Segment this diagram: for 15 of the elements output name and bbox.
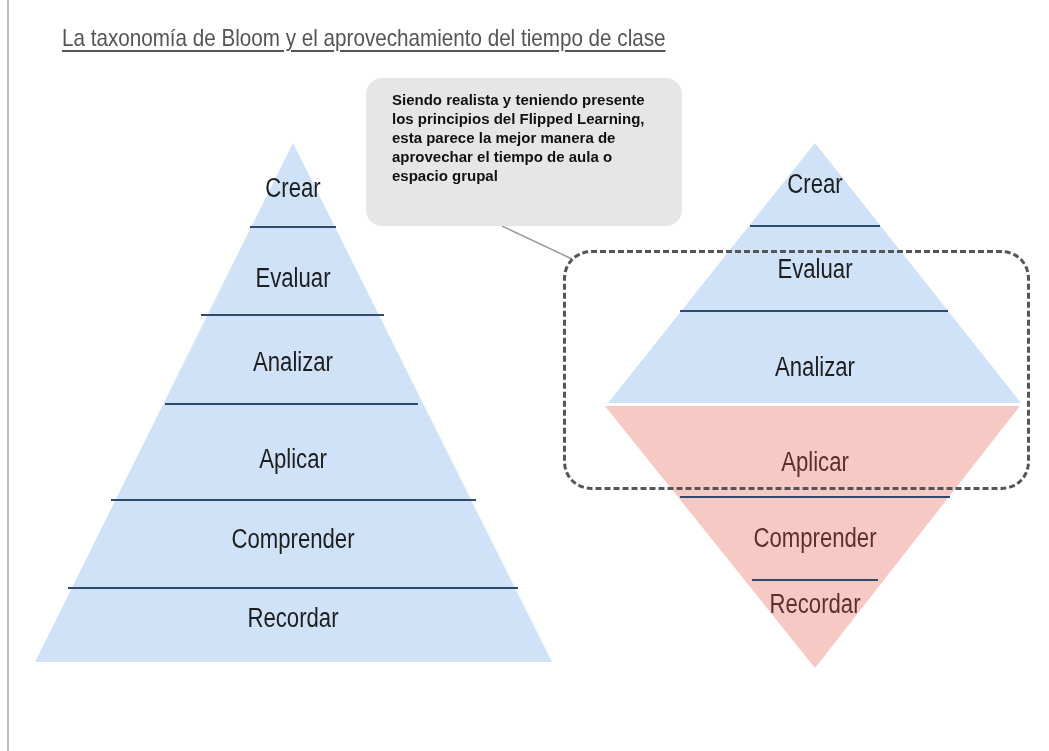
level-label: Comprender [211, 524, 375, 555]
level-label: Recordar [733, 589, 897, 620]
level-label: Aplicar [733, 447, 897, 478]
level-label: Crear [733, 169, 897, 200]
level-label: Recordar [211, 603, 375, 634]
callout-bubble: Siendo realista y teniendo presente los principios del Flipped Learning, esta parece la mejor manera de aprovechar el tiempo de aula o espacio grupal [366, 78, 682, 226]
level-label: Aplicar [211, 444, 375, 475]
dashed-highlight-frame [563, 250, 1030, 490]
level-label: Analizar [733, 352, 897, 383]
title: La taxonomía de Bloom y el aprovechamiento del tiempo de clase [62, 24, 666, 52]
level-label: Comprender [733, 523, 897, 554]
level-label: Evaluar [211, 263, 375, 294]
leader-line [501, 225, 573, 260]
level-label: Evaluar [733, 254, 897, 285]
level-label: Analizar [211, 347, 375, 378]
